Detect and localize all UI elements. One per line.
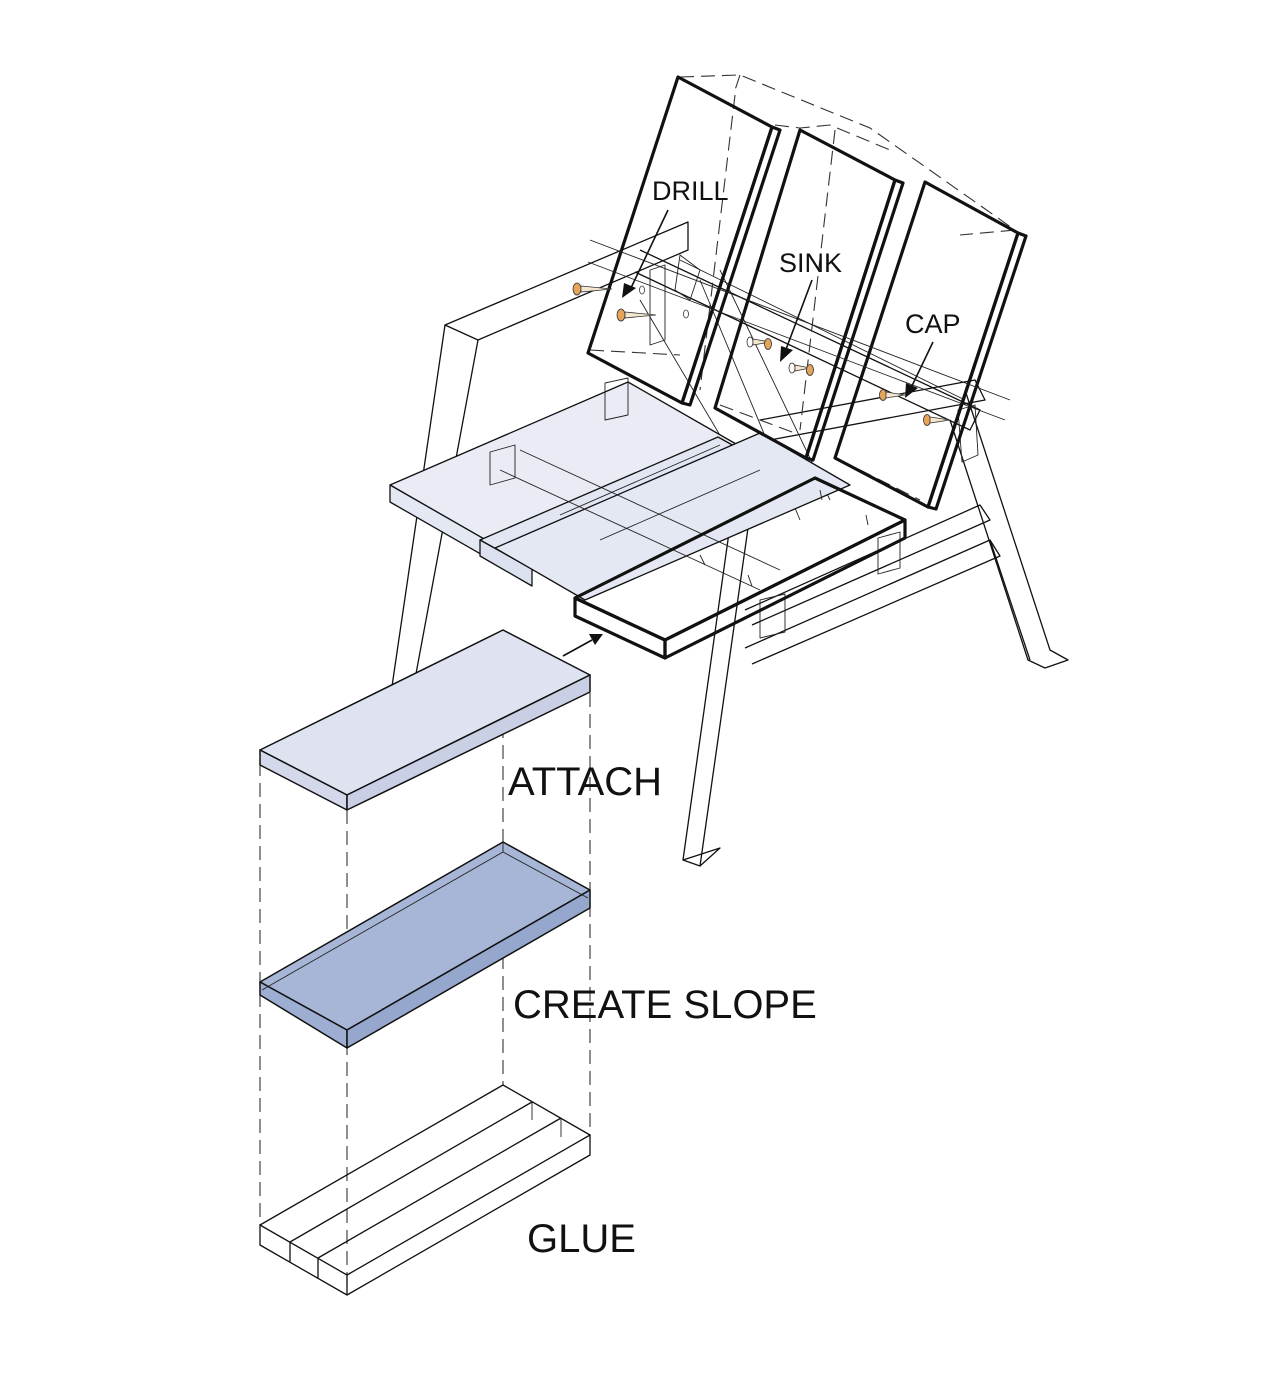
create-slope-label: CREATE SLOPE bbox=[513, 983, 817, 1027]
drill-label: DRILL bbox=[652, 176, 729, 206]
slope-board bbox=[259, 841, 591, 1049]
screw bbox=[616, 308, 689, 322]
screws bbox=[572, 282, 951, 426]
attach-board bbox=[259, 629, 591, 811]
screw bbox=[923, 414, 951, 426]
sink-label: SINK bbox=[779, 248, 842, 278]
glue-label: GLUE bbox=[527, 1217, 636, 1261]
seat-boards bbox=[389, 377, 979, 639]
cap-label: CAP bbox=[905, 309, 961, 339]
screw bbox=[572, 282, 645, 296]
screw bbox=[746, 336, 772, 350]
attach-label: ATTACH bbox=[508, 760, 662, 804]
screw bbox=[879, 389, 906, 401]
leader-arrows bbox=[562, 209, 934, 657]
screw bbox=[788, 362, 814, 376]
front-seat-board bbox=[573, 476, 907, 660]
backrest-boards bbox=[586, 74, 1028, 511]
glue-strips bbox=[259, 1084, 591, 1296]
